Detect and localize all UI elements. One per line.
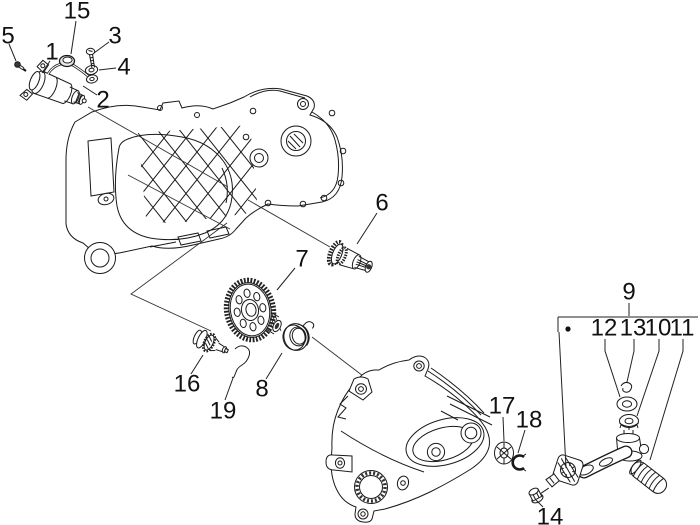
starter-driven-gear xyxy=(223,277,282,343)
cover-upper-lug xyxy=(348,376,373,401)
leader-line-5 xyxy=(8,43,17,62)
part-label-5: 5 xyxy=(1,23,14,50)
lever-washer-lower xyxy=(619,414,639,428)
part-label-10: 10 xyxy=(645,315,672,342)
leader-line-1 xyxy=(41,60,51,74)
part-label-4: 4 xyxy=(117,54,130,81)
circlip xyxy=(511,453,527,472)
part-label-2: 2 xyxy=(96,87,109,114)
part-label-1: 1 xyxy=(45,39,58,66)
o-ring xyxy=(58,54,76,68)
part-label-19: 19 xyxy=(210,398,237,425)
leader-line-7 xyxy=(276,267,296,291)
pinch-bolt xyxy=(528,487,550,504)
starter-cable xyxy=(46,62,90,78)
assembly-line-4 xyxy=(247,199,331,248)
leader-line-3 xyxy=(93,41,110,54)
bracket-assembly-leader xyxy=(558,331,567,469)
starter-mount-ear-top xyxy=(36,59,50,74)
leader-line-16 xyxy=(190,354,204,375)
group-9-bracket xyxy=(557,316,698,469)
assembly-line-1 xyxy=(87,106,229,188)
part-label-16: 16 xyxy=(174,371,201,398)
part-label-18: 18 xyxy=(516,407,543,434)
crankcase-bolt-holes xyxy=(157,105,347,208)
cover-left-lug xyxy=(325,454,353,473)
transmission-cover xyxy=(325,355,493,523)
part-label-15: 15 xyxy=(64,0,91,25)
starter-motor xyxy=(14,47,99,105)
part-label-14: 14 xyxy=(537,504,564,525)
leader-line-8 xyxy=(265,352,283,380)
part-label-8: 8 xyxy=(255,376,268,403)
starter-mount-ear-bottom xyxy=(19,88,34,101)
leader-line-15 xyxy=(70,20,77,55)
part-label-11: 11 xyxy=(670,315,695,342)
part-label-7: 7 xyxy=(295,246,308,273)
leader-line-18 xyxy=(517,429,526,454)
kickstart-lever xyxy=(545,381,668,494)
leader-line-19 xyxy=(224,377,234,401)
starter-pinion-tip xyxy=(81,98,87,104)
cover-top-lug-hole xyxy=(413,360,425,372)
torsion-spring xyxy=(282,321,315,351)
leader-line-17 xyxy=(502,416,505,442)
leader-line-6 xyxy=(356,212,378,245)
lever-clamp-boss xyxy=(545,454,584,488)
part-label-3: 3 xyxy=(108,23,121,50)
cover-bottom-lug-hole xyxy=(357,508,369,520)
assembly-line-3 xyxy=(130,222,228,332)
kickstart-grip xyxy=(629,459,668,494)
leader-line-12 xyxy=(604,339,621,398)
shaft-washer xyxy=(494,441,514,465)
starter-sprocket-gear xyxy=(326,239,373,273)
part-label-13: 13 xyxy=(620,315,647,342)
retaining-clip xyxy=(231,345,251,378)
leader-line-13 xyxy=(626,339,635,383)
gear-lightening-holes xyxy=(233,288,267,332)
assembly-line-5 xyxy=(311,336,368,380)
assembly-line-2 xyxy=(127,174,231,230)
engine-crankcase xyxy=(65,87,347,274)
part-label-17: 17 xyxy=(489,393,516,420)
part-label-12: 12 xyxy=(591,315,618,342)
leader-line-11 xyxy=(649,339,684,461)
bracket-dot xyxy=(565,326,571,332)
leader-line-10 xyxy=(636,339,660,417)
terminal-washers xyxy=(84,65,99,84)
terminal-screw xyxy=(85,47,96,69)
leader-line-2 xyxy=(82,85,98,96)
lever-washer-upper xyxy=(616,396,638,412)
hook-clip xyxy=(620,381,633,393)
starter-idle-pinion xyxy=(192,329,230,354)
mount-bolt xyxy=(14,61,27,72)
part-label-9: 9 xyxy=(622,279,635,306)
leader-line-4 xyxy=(98,67,117,71)
part-label-6: 6 xyxy=(375,190,388,217)
assembly-lines xyxy=(87,106,368,380)
leader-line-14 xyxy=(535,499,544,508)
